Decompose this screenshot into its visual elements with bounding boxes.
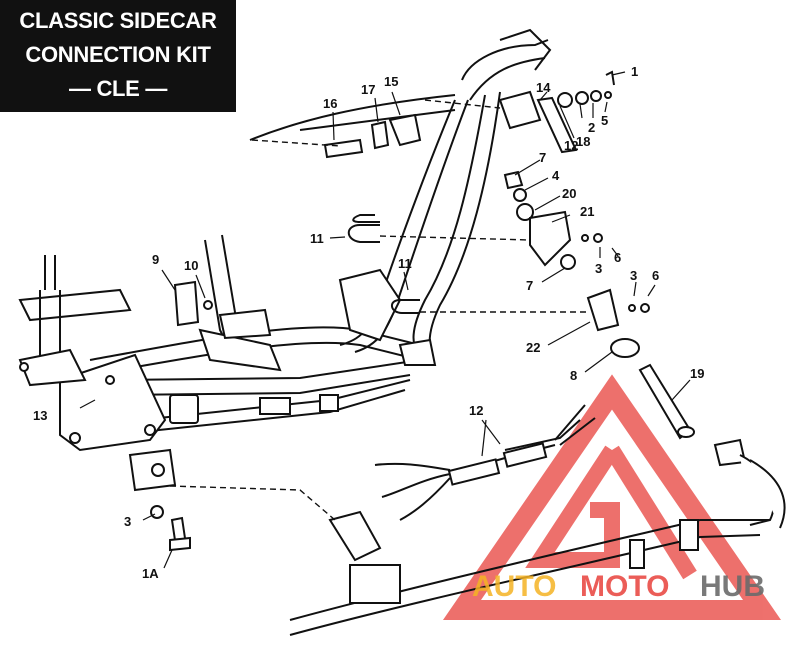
callout-20: 20 xyxy=(562,186,576,201)
wiring-harness xyxy=(374,404,596,521)
callout-4: 4 xyxy=(552,168,560,183)
exploded-hardware xyxy=(173,70,650,358)
callout-leaders xyxy=(79,71,691,569)
callout-18: 18 xyxy=(576,134,590,149)
logo-inner-right xyxy=(605,445,697,580)
callout-22: 22 xyxy=(526,340,540,355)
callout-11: 11 xyxy=(310,231,324,246)
callout-6: 6 xyxy=(652,268,659,283)
callout-3: 3 xyxy=(124,514,131,529)
callout-numbers: 1 2 3 3 3 4 5 6 6 7 7 8 9 10 11 11 12 12… xyxy=(33,64,704,581)
logo-outer-triangle xyxy=(442,374,782,620)
callout-3: 3 xyxy=(595,261,602,276)
title-line-1: CLASSIC SIDECAR xyxy=(19,8,217,33)
callout-13: 13 xyxy=(33,408,47,423)
callout-7: 7 xyxy=(526,278,533,293)
watermark-auto: AUTO xyxy=(472,570,556,603)
callout-12: 12 xyxy=(469,403,483,418)
sidecar-lower-tube xyxy=(289,510,770,636)
watermark-logo xyxy=(442,374,782,620)
rear-bracket-plate xyxy=(18,348,167,452)
leader-lines xyxy=(169,99,590,521)
watermark-text: AUTO MOTO HUB xyxy=(472,570,765,603)
callout-1a: 1A xyxy=(142,566,159,581)
watermark-hub: HUB xyxy=(700,570,765,603)
title-line-2: CONNECTION KIT xyxy=(25,42,211,67)
clamp-block xyxy=(128,448,191,552)
crossmember-clamps xyxy=(169,268,437,424)
callout-2: 2 xyxy=(588,120,595,135)
callout-5: 5 xyxy=(601,113,608,128)
callout-3: 3 xyxy=(630,268,637,283)
callout-1: 1 xyxy=(631,64,638,79)
callout-17: 17 xyxy=(361,82,375,97)
callout-7: 7 xyxy=(539,150,546,165)
callout-16: 16 xyxy=(323,96,337,111)
callout-9: 9 xyxy=(152,252,159,267)
callout-8: 8 xyxy=(570,368,577,383)
logo-inner-mark xyxy=(525,445,620,568)
callout-19: 19 xyxy=(690,366,704,381)
title-box: CLASSIC SIDECAR CONNECTION KIT — CLE — xyxy=(0,0,236,112)
callout-11: 11 xyxy=(398,256,412,271)
title-line-3: — CLE — xyxy=(68,76,168,101)
u-bolts xyxy=(347,214,420,314)
callout-6: 6 xyxy=(614,250,621,265)
callout-14: 14 xyxy=(536,80,551,95)
callout-10: 10 xyxy=(184,258,198,273)
callout-21: 21 xyxy=(580,204,594,219)
callout-15: 15 xyxy=(384,74,398,89)
sidecar-strut xyxy=(638,363,786,529)
callout-12: 12 xyxy=(564,138,578,153)
watermark-moto: MOTO xyxy=(580,570,669,603)
